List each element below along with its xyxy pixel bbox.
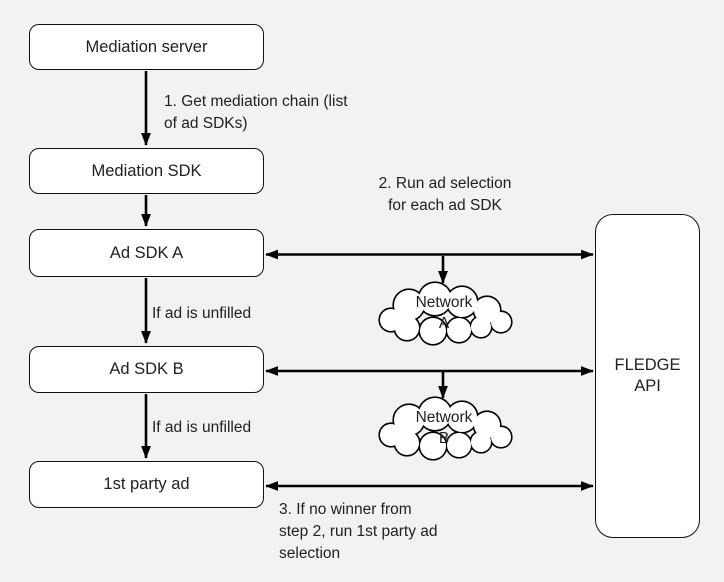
- annotation-if-ad-unfilled-a: If ad is unfilled: [152, 305, 252, 322]
- cloud-label-network-b: Network B: [415, 409, 473, 447]
- node-ad-sdk-b: Ad SDK B: [29, 346, 264, 393]
- node-mediation-server: Mediation server: [29, 24, 264, 70]
- cloud-label-network-a: Network A: [415, 294, 473, 332]
- annotation-step-2: 2. Run ad selection for each ad SDK: [378, 175, 512, 214]
- annotation-step-1: 1. Get mediation chain (list of ad SDKs): [164, 93, 348, 132]
- annotation-if-ad-unfilled-b: If ad is unfilled: [152, 419, 252, 436]
- node-first-party-ad: 1st party ad: [29, 461, 264, 508]
- node-ad-sdk-a: Ad SDK A: [29, 229, 264, 277]
- annotation-step-3: 3. If no winner from step 2, run 1st par…: [279, 501, 438, 562]
- node-mediation-sdk: Mediation SDK: [29, 148, 264, 194]
- node-fledge-api: FLEDGE API: [595, 214, 700, 538]
